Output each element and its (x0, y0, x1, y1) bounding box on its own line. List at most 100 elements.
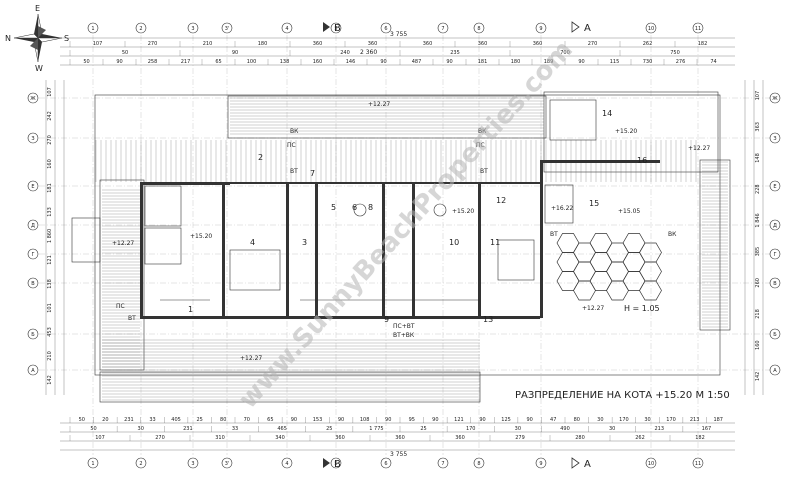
roof-hatch-bottom (102, 339, 480, 401)
col-bottom-bubble-0 (87, 457, 99, 469)
col-top-label-7: 7 (441, 26, 444, 32)
bot-dim1-6: 80 (220, 417, 226, 423)
right-dim-8: 160 (755, 340, 761, 350)
roof-hatch-left (102, 189, 140, 368)
section-marker-b-bottom: B (323, 458, 341, 470)
bot-dim3-9: 262 (635, 435, 645, 441)
room-number-12: 12 (496, 196, 506, 205)
top-dim3-11: 90 (446, 59, 452, 65)
bot-dim2-13: 167 (702, 426, 712, 432)
right-dim-2: 148 (755, 153, 761, 163)
top-dim2-5: 750 (670, 50, 680, 56)
top-dim3-9: 90 (380, 59, 386, 65)
room-number-3: 3 (302, 238, 307, 247)
bot-dim2-4: 465 (277, 426, 287, 432)
bot-dim1-23: 170 (619, 417, 629, 423)
bot-dim2-1: 30 (138, 426, 144, 432)
compass-label-n: N (5, 34, 11, 43)
room-number-2: 2 (258, 153, 263, 162)
bot-dim2-3: 33 (232, 426, 238, 432)
row-left-label-0: Ж (30, 96, 36, 102)
room-code-vt-vk: ВТ+ВК (393, 332, 415, 339)
bot-dim1-2: 231 (124, 417, 134, 423)
col-top-label-1: 2 (139, 26, 142, 32)
col-bottom-bubble-9 (535, 457, 547, 469)
top-dim3-6: 138 (280, 59, 290, 65)
bot-dim1-5: 25 (196, 417, 202, 423)
row-left-bubble-5 (27, 277, 39, 289)
bot-dim3-3: 340 (275, 435, 285, 441)
col-bottom-bubble-6 (380, 457, 392, 469)
right-dim-7: 218 (755, 309, 761, 319)
left-dim-12: 142 (47, 375, 53, 385)
compass-label-w: W (35, 64, 43, 73)
room-number-7: 7 (310, 169, 315, 178)
row-right-bubble-5 (769, 277, 781, 289)
row-right-bubble-4 (769, 248, 781, 260)
bot-dim3-0: 107 (95, 435, 105, 441)
top-dim3-19: 74 (710, 59, 716, 65)
hexagon-tile (639, 242, 662, 263)
room-number-13: 13 (483, 315, 493, 324)
top-total-dimension: 3 755 (390, 31, 407, 38)
bot-dim1-26: 213 (690, 417, 700, 423)
left-dim-4: 181 (47, 183, 53, 193)
top-dim3-15: 90 (578, 59, 584, 65)
top-dim1-6: 360 (423, 41, 433, 47)
bot-dim3-4: 360 (335, 435, 345, 441)
col-top-bubble-3 (221, 22, 233, 34)
top-dim2-0: 50 (122, 50, 128, 56)
bot-dim2-10: 490 (560, 426, 570, 432)
hexagon-tile (622, 252, 646, 272)
col-top-label-9: 9 (539, 26, 542, 32)
compass-label-e: E (35, 4, 40, 13)
hexagon-tile (556, 252, 580, 272)
level-mark-4: +12.27 (582, 305, 604, 312)
bot-dim3-10: 182 (695, 435, 705, 441)
top-dim3-8: 146 (346, 59, 356, 65)
top-dim1-0: 107 (93, 41, 103, 47)
col-bottom-label-8: 8 (477, 461, 480, 467)
right-dim-5: 385 (755, 247, 761, 257)
dimension-strings-bottom: 3 755 (60, 422, 735, 458)
right-dim-6: 260 (755, 278, 761, 288)
room-code-vt-2: ВТ (480, 168, 488, 175)
col-bottom-bubble-7 (437, 457, 449, 469)
bot-dim1-14: 95 (409, 417, 415, 423)
left-dim-5: 133 (47, 207, 53, 217)
bot-dim2-11: 30 (609, 426, 615, 432)
section-label-a-top: A (584, 23, 591, 34)
room-number-5: 5 (331, 203, 336, 212)
bot-dim1-20: 47 (550, 417, 556, 423)
top-dim1-10: 262 (643, 41, 653, 47)
room-number-14: 14 (602, 109, 612, 118)
left-dim-0: 107 (47, 87, 53, 97)
bot-dim3-1: 270 (155, 435, 165, 441)
room-number-8: 8 (368, 203, 373, 212)
col-bottom-bubble-4 (281, 457, 293, 469)
row-left-bubble-4 (27, 248, 39, 260)
row-left-label-7: А (31, 368, 35, 374)
top-dim1-1: 270 (148, 41, 158, 47)
right-dim-9: 142 (755, 372, 761, 382)
bot-dim2-8: 170 (466, 426, 476, 432)
col-top-label-4: 4 (285, 26, 288, 32)
bot-dim2-12: 213 (655, 426, 665, 432)
room-code-vt-1: ВТ (290, 168, 298, 175)
hexagon-tile (556, 233, 580, 253)
row-left-label-2: Е (31, 184, 34, 190)
row-left-bubble-6 (27, 328, 39, 340)
hexagon-tile (639, 261, 662, 282)
col-bottom-label-9: 9 (539, 461, 542, 467)
col-bottom-label-4: 4 (285, 461, 288, 467)
top-dim2-4: 700 (560, 50, 570, 56)
bot-dim1-18: 125 (501, 417, 511, 423)
row-left-label-5: В (31, 281, 35, 287)
col-top-bubble-10 (645, 22, 657, 34)
col-top-label-11: 11 (695, 26, 701, 32)
bot-dim2-6: 1 775 (369, 426, 383, 432)
bot-dim1-25: 170 (666, 417, 676, 423)
